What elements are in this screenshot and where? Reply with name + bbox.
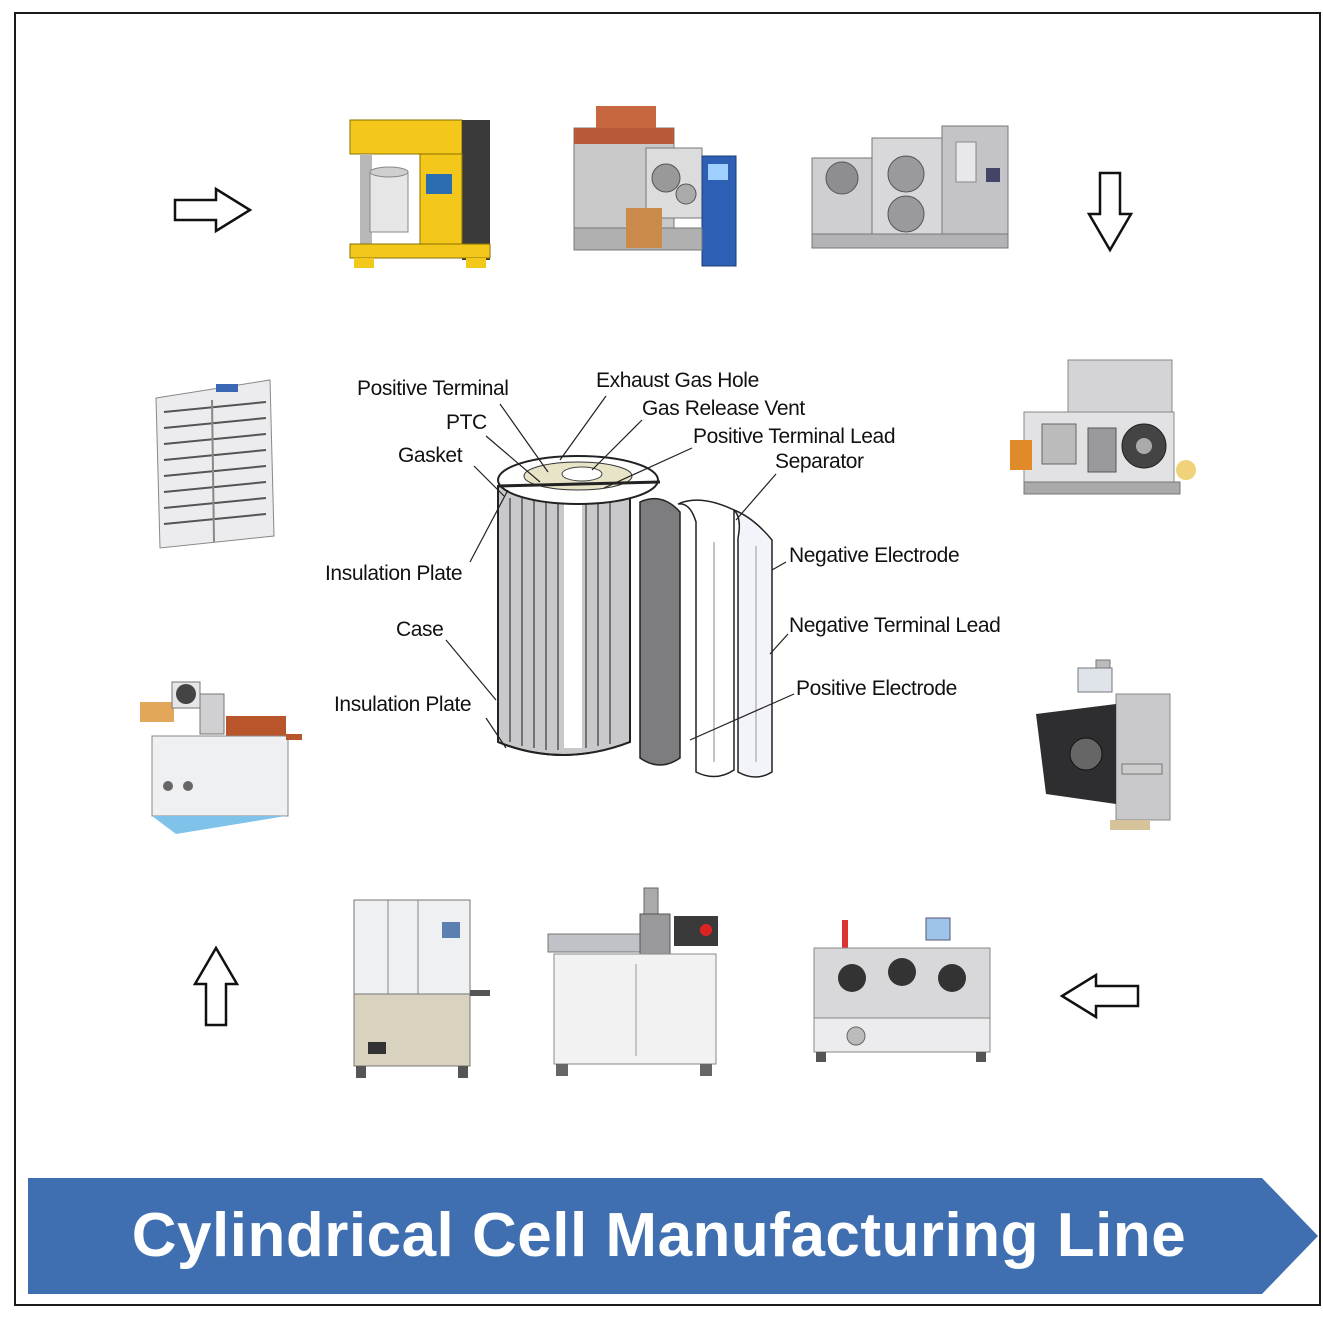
sealing-machine-image [353, 899, 490, 1078]
arrow-down-icon [1086, 171, 1134, 253]
calendering-machine-image [811, 125, 1009, 249]
arrow-left-icon [1059, 972, 1140, 1020]
label-exhaust-gas-hole: Exhaust Gas Hole [596, 369, 759, 392]
label-case: Case [396, 618, 444, 641]
cylindrical-cell-cutaway-image [497, 455, 773, 778]
label-insulation-plate-top: Insulation Plate [325, 562, 463, 585]
label-negative-electrode: Negative Electrode [789, 544, 960, 567]
label-positive-electrode: Positive Electrode [796, 677, 957, 700]
title-banner [28, 1178, 1318, 1294]
label-gas-release-vent: Gas Release Vent [642, 397, 805, 420]
label-insulation-plate-bottom: Insulation Plate [334, 693, 472, 716]
coating-machine-image [573, 106, 737, 267]
label-negative-terminal-lead: Negative Terminal Lead [789, 614, 1001, 637]
label-gasket: Gasket [398, 444, 463, 467]
slitting-machine-image [1010, 359, 1196, 495]
labeling-machine-image [140, 681, 302, 834]
formation-cabinet-image [155, 379, 275, 549]
arrow-up-icon [192, 945, 240, 1027]
label-positive-terminal: Positive Terminal [357, 377, 509, 400]
label-ptc: PTC [446, 411, 487, 434]
arrow-right-icon [173, 186, 253, 234]
mixer-machine-image [349, 119, 491, 268]
winding-machine-image [1036, 659, 1171, 830]
tab-welding-machine-image [813, 917, 991, 1062]
label-separator: Separator [775, 450, 864, 473]
grooving-machine-image [547, 887, 718, 1076]
label-positive-terminal-lead: Positive Terminal Lead [693, 425, 896, 448]
page-title: Cylindrical Cell Manufacturing Line [131, 1201, 1187, 1270]
